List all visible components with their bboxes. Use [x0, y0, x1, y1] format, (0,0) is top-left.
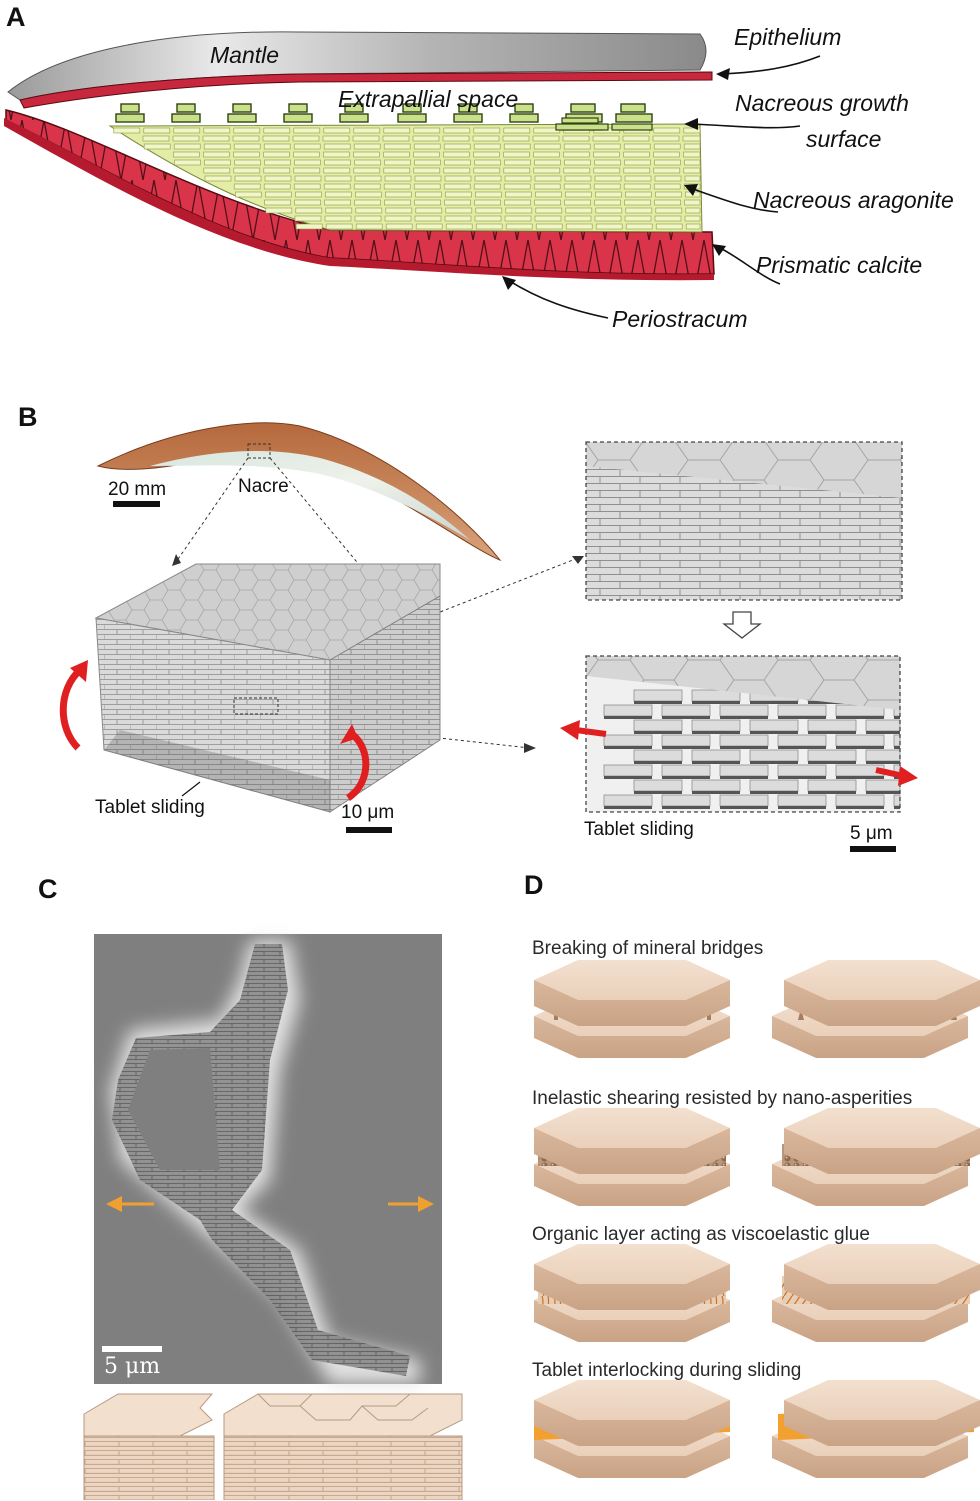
- transition-arrow: [722, 611, 762, 639]
- block-scale-bar: [346, 827, 392, 833]
- panel-d-letter: D: [524, 870, 544, 900]
- block-scale-label: 10 μm: [341, 802, 395, 823]
- sem-scale-label: 5 μm: [104, 1354, 161, 1379]
- mechanism-title-nano-asperities: Inelastic shearing resisted by nano-aspe…: [532, 1088, 913, 1109]
- sliding-zone-box: [233, 697, 279, 715]
- zoom-sliding-nacre: [585, 655, 901, 813]
- mantle-label: Mantle: [210, 42, 280, 68]
- shell-scale-bar: [113, 501, 160, 507]
- zoom-intact-nacre: [585, 441, 903, 601]
- mechanism-title-viscoelastic-glue: Organic layer acting as viscoelastic glu…: [532, 1224, 870, 1245]
- rotation-arrow-left: [59, 667, 83, 751]
- panel-b-diagram: [59, 422, 918, 852]
- pull-arrow-left: [575, 727, 607, 737]
- panel-b-letter: B: [18, 402, 38, 432]
- rotation-arrow-right: [345, 731, 370, 801]
- epithelium-layer: [19, 71, 713, 109]
- nacreous-growth-stacks: [115, 103, 653, 131]
- nacre-block-side: [329, 595, 441, 813]
- panel-c-letter: C: [38, 874, 58, 904]
- panel-a-letter: A: [6, 2, 26, 32]
- aragonite-brick-rows: [113, 127, 701, 230]
- extrapallial-space-label: Extrapallial space: [338, 86, 519, 112]
- sem-scale-bar: [102, 1346, 162, 1352]
- periostracum-layer: [4, 118, 714, 281]
- nacreous-growth-surface-label: surface: [806, 126, 882, 152]
- tablet-sliding-right-label: Tablet sliding: [584, 819, 694, 840]
- fractured-tablet-stacks: [83, 1393, 463, 1500]
- nacre-region-box: [247, 443, 271, 459]
- epithelium-label: Epithelium: [734, 24, 842, 50]
- nacreous-growth-label: Nacreous growth: [735, 90, 909, 116]
- mechanism-title-interlocking: Tablet interlocking during sliding: [532, 1360, 802, 1381]
- shell-scale-label: 20 mm: [108, 479, 167, 500]
- zoom-scale-bar: [850, 846, 896, 852]
- nacre-label: Nacre: [238, 476, 289, 497]
- panel-c-sem-image: [83, 934, 463, 1500]
- panel-a-shell-diagram: [4, 31, 821, 319]
- periostracum-label: Periostracum: [612, 306, 748, 332]
- nacreous-aragonite-label: Nacreous aragonite: [753, 187, 954, 213]
- zoom-scale-label: 5 μm: [850, 823, 893, 844]
- prismatic-calcite-label: Prismatic calcite: [756, 252, 923, 278]
- mechanism-title-mineral-bridges: Breaking of mineral bridges: [532, 938, 764, 959]
- tablet-sliding-left-label: Tablet sliding: [95, 797, 205, 818]
